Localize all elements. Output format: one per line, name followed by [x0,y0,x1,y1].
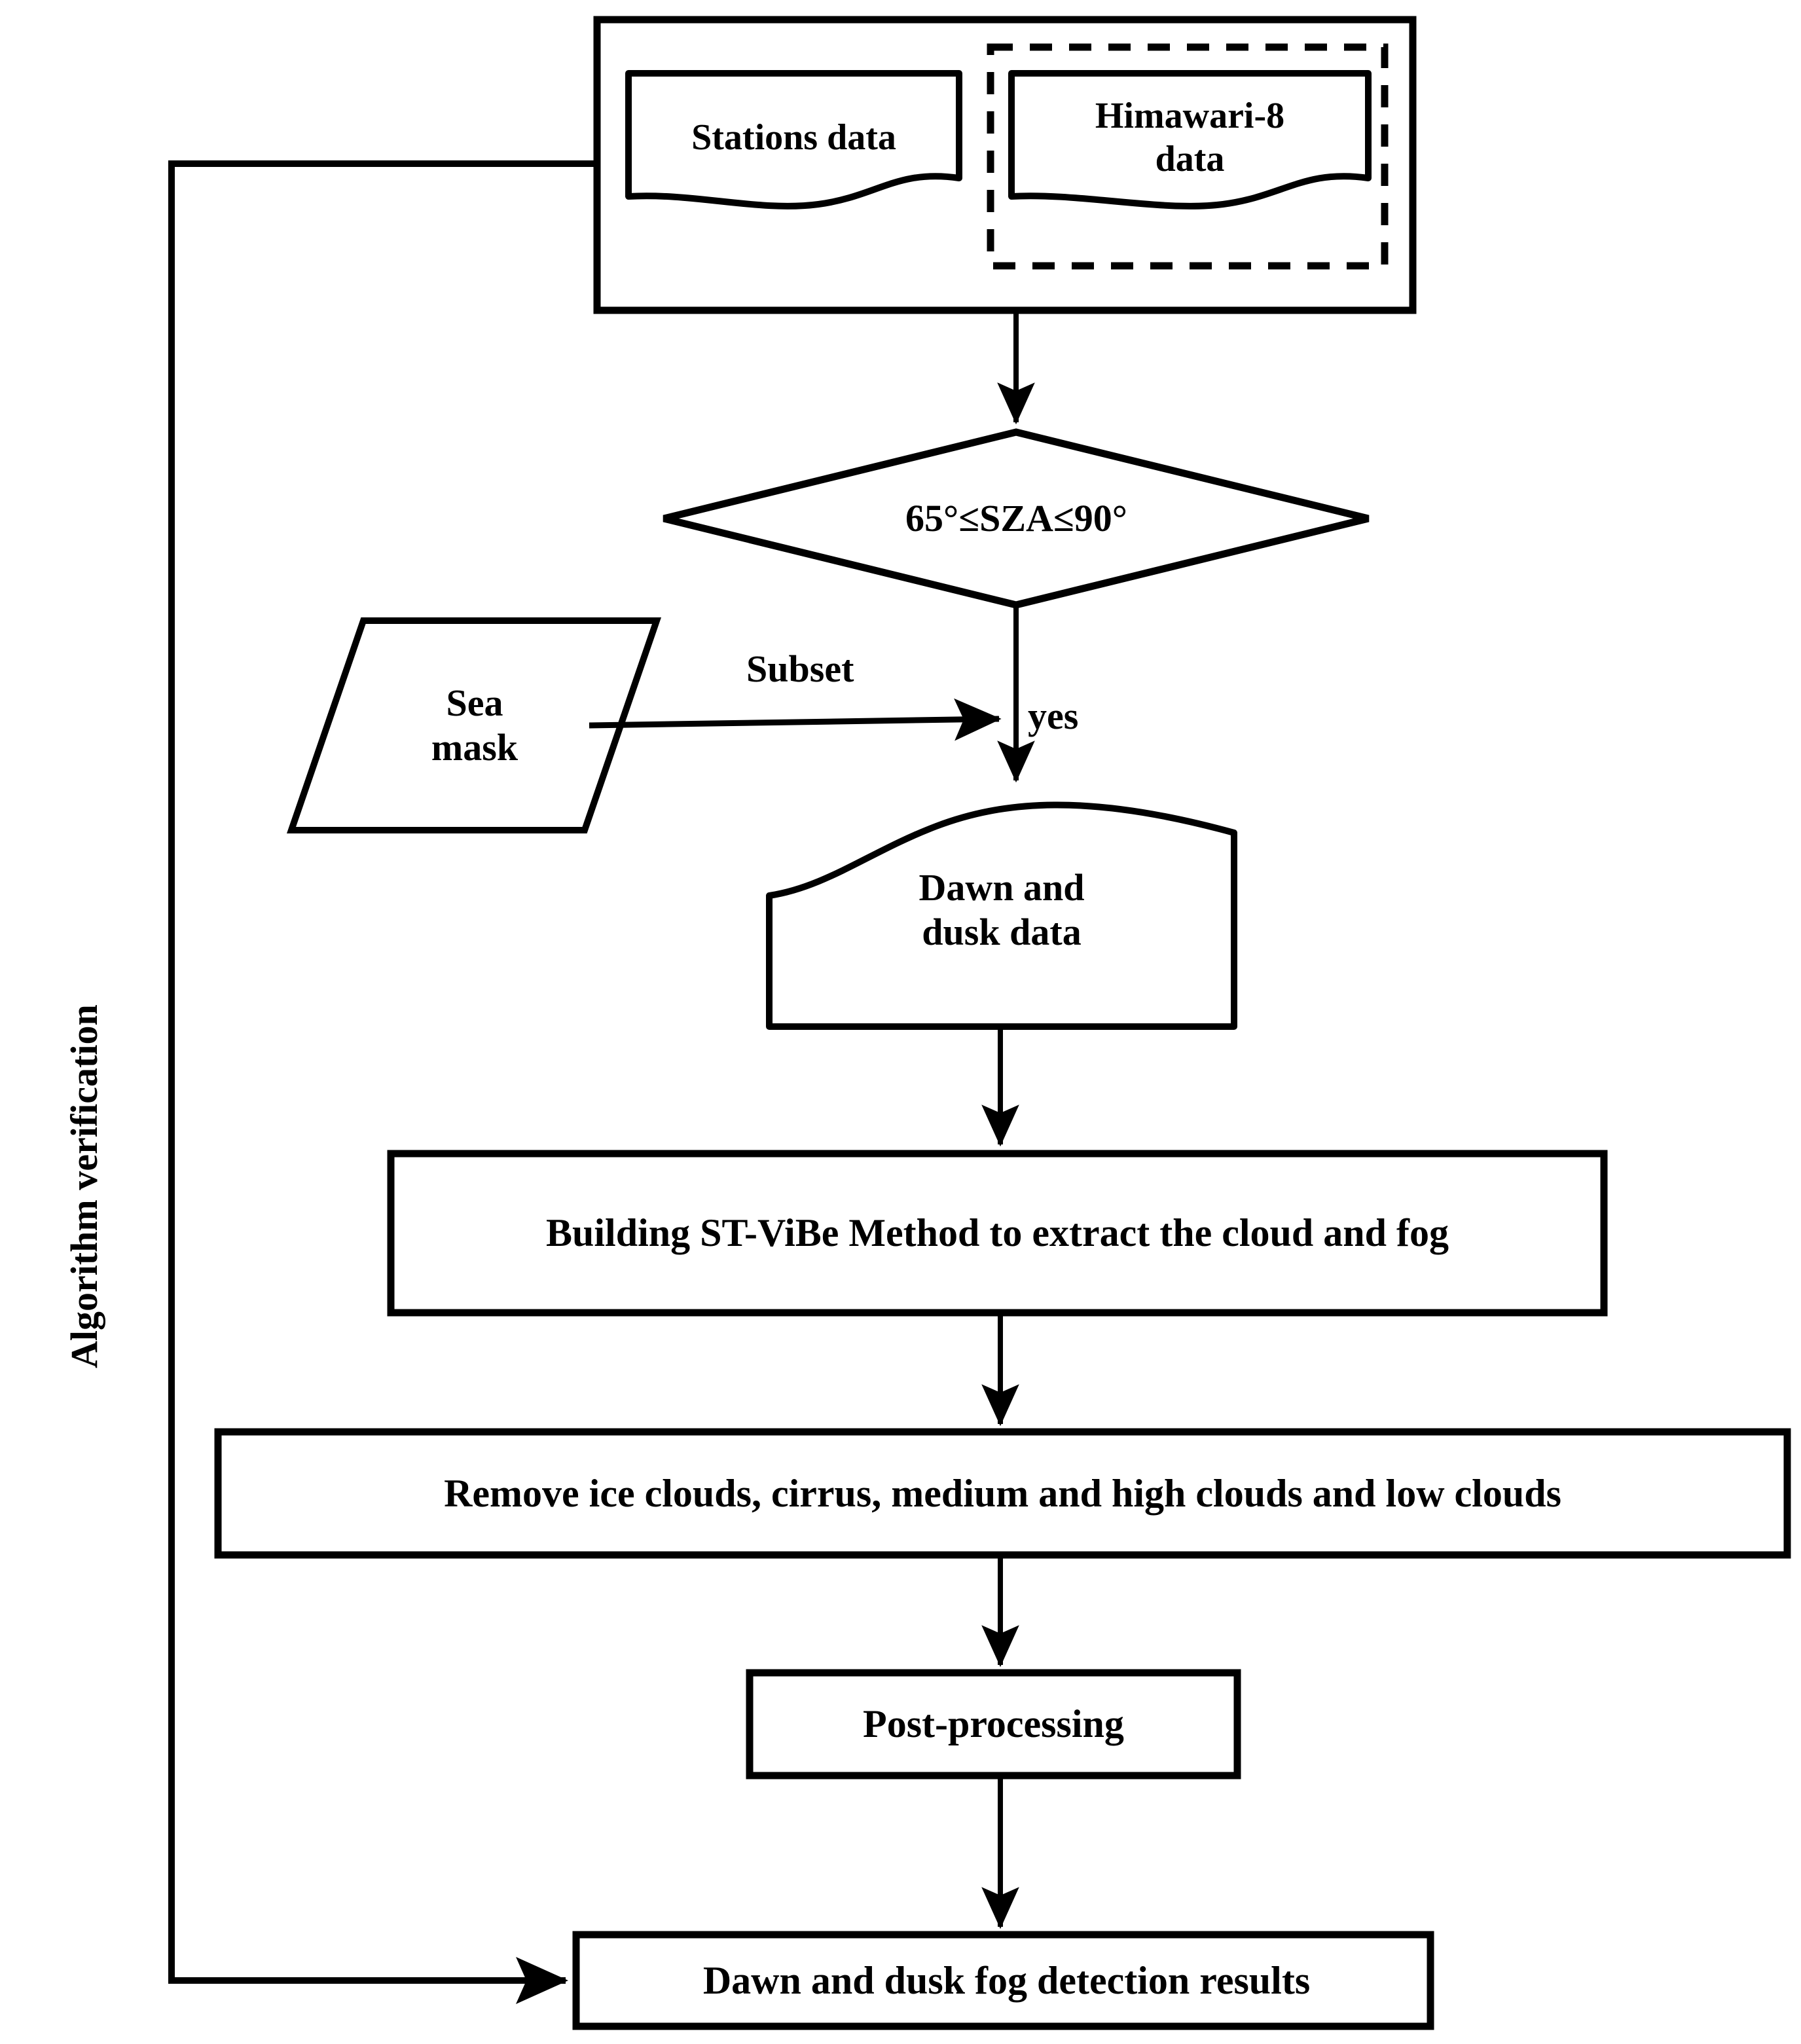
himawari-data-shape [1008,70,1372,210]
edge-seamask-to-flow [589,698,1002,741]
yes-edge-label: yes [1028,695,1079,737]
algorithm-verification-label: Algorithm verification [63,1004,105,1368]
dawn-dusk-data-shape [766,801,1237,1030]
stations-data-shape [625,70,962,210]
detection-results-box [572,1931,1434,2030]
sza-decision-shape [663,428,1370,609]
subset-edge-label: Subset [746,648,854,690]
edge-verification-feedback [168,160,597,2005]
sea-mask-shape [286,617,662,833]
remove-clouds-box [214,1428,1791,1559]
stvibe-method-box [387,1150,1608,1317]
post-processing-box [746,1669,1241,1779]
satellite-group-dashed-box [987,43,1389,270]
